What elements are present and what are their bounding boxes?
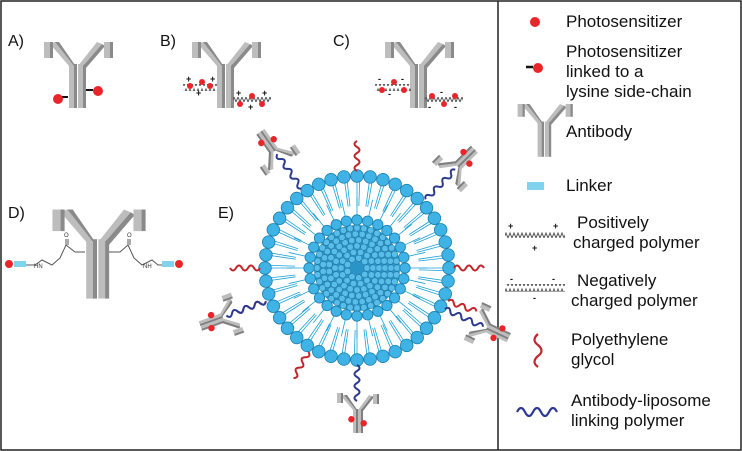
antibody-icon	[517, 104, 573, 157]
charge-minus: -	[454, 102, 457, 112]
charge-plus: +	[210, 74, 215, 84]
legend-photosensitizer: Photosensitizer	[566, 12, 683, 31]
chem-label-o: O	[127, 233, 132, 239]
panel-label-c: C)	[333, 33, 350, 50]
positive-polymer-icon	[505, 232, 565, 240]
panel-c-antibody-negative-polymer: - - - - - -	[375, 42, 463, 112]
charge-plus: +	[532, 243, 537, 253]
panel-label-e: E)	[218, 205, 234, 222]
panel-d-antibody-linker-conjugate: O HN O NH	[5, 209, 183, 299]
charge-minus: -	[378, 74, 381, 84]
legend: Photosensitizer Photosensitizer linked t…	[505, 12, 716, 430]
link-polymer-icon	[516, 406, 558, 418]
chem-label-o: O	[64, 233, 69, 239]
chem-label-hn: HN	[34, 264, 43, 270]
charge-plus: +	[553, 221, 558, 231]
peg-icon	[533, 333, 543, 368]
charge-plus: +	[508, 221, 513, 231]
charge-plus: +	[236, 88, 241, 98]
charge-minus: -	[440, 87, 443, 97]
legend-ab-lipo: Antibody-liposome linking polymer	[571, 391, 716, 430]
panel-a-antibody	[44, 42, 113, 108]
negative-polymer-icon	[505, 284, 565, 292]
charge-minus: -	[533, 293, 536, 303]
charge-plus: +	[248, 102, 253, 112]
legend-positive-polymer: Positively charged polymer	[573, 213, 700, 252]
charge-minus: -	[510, 274, 513, 284]
panel-label-a: A)	[8, 33, 24, 50]
legend-antibody: Antibody	[566, 122, 633, 141]
charge-minus: -	[428, 102, 431, 112]
charge-plus: +	[196, 88, 201, 98]
legend-peg: Polyethylene glycol	[571, 330, 673, 369]
charge-plus: +	[262, 88, 267, 98]
panel-label-d: D)	[8, 205, 25, 222]
panel-e-liposome	[193, 119, 518, 433]
charge-minus: -	[552, 274, 555, 284]
linker-icon	[527, 182, 544, 190]
photosensitizer-icon	[530, 17, 540, 27]
photosensitizer-icon	[533, 63, 543, 73]
charge-minus: -	[401, 74, 404, 84]
charge-plus: +	[186, 74, 191, 84]
legend-ps-lysine: Photosensitizer linked to a lysine side-…	[566, 42, 692, 101]
panel-b-antibody-positive-polymer: + + + + + +	[183, 42, 271, 112]
legend-linker: Linker	[566, 176, 613, 195]
charge-minus: -	[388, 89, 391, 99]
legend-negative-polymer: Negatively charged polymer	[571, 271, 698, 310]
chem-label-nh: NH	[143, 264, 152, 270]
panel-label-b: B)	[160, 33, 176, 50]
